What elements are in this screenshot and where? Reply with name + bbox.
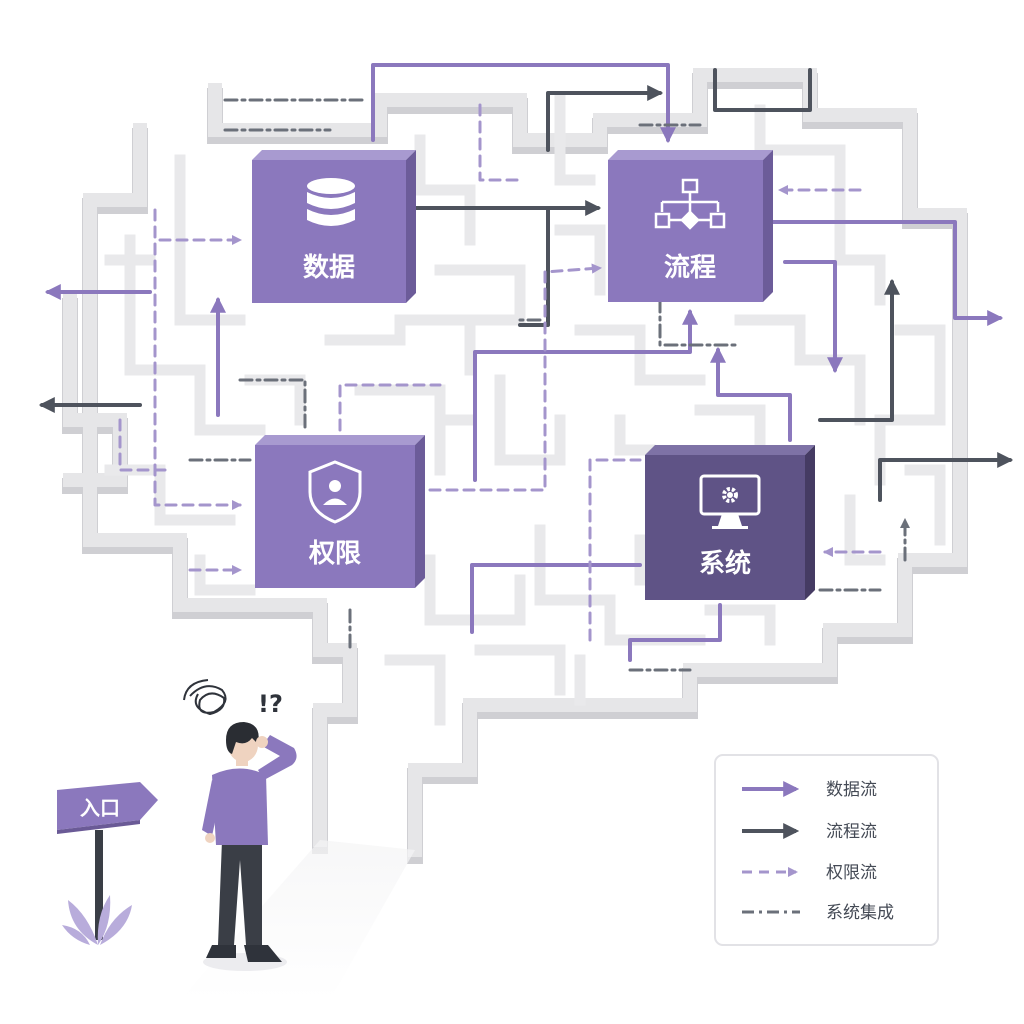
legend-item-system-integration: 系统集成 bbox=[742, 903, 894, 923]
node-system: 系统 bbox=[645, 445, 815, 600]
node-process-label: 流程 bbox=[664, 253, 716, 283]
flowchart-icon bbox=[654, 178, 726, 230]
plant-icon bbox=[62, 895, 132, 945]
svg-text:数据流: 数据流 bbox=[826, 780, 877, 800]
scribble-icon bbox=[183, 679, 227, 716]
legend: 数据流 流程流 权限流 系统集成 bbox=[714, 754, 939, 946]
entrance-sign-label: 入口 bbox=[80, 796, 120, 820]
svg-text:系统集成: 系统集成 bbox=[826, 903, 894, 923]
shield-user-icon bbox=[308, 460, 362, 524]
legend-item-process-flow: 流程流 bbox=[742, 822, 877, 842]
confused-person: !? bbox=[183, 679, 297, 971]
svg-text:流程流: 流程流 bbox=[826, 822, 877, 842]
svg-text:权限流: 权限流 bbox=[826, 863, 877, 883]
node-permission: 权限 bbox=[255, 435, 425, 588]
flow-lines bbox=[38, 63, 1014, 672]
node-process: 流程 bbox=[608, 150, 773, 302]
node-data: 数据 bbox=[252, 150, 416, 303]
confusion-mark: !? bbox=[258, 690, 283, 718]
entrance-sign: 入口 bbox=[57, 782, 158, 945]
node-system-label: 系统 bbox=[699, 548, 751, 579]
database-icon bbox=[307, 178, 355, 226]
node-permission-label: 权限 bbox=[308, 539, 361, 569]
legend-item-permission-flow: 权限流 bbox=[742, 863, 877, 883]
node-data-label: 数据 bbox=[303, 253, 355, 283]
monitor-gear-icon bbox=[699, 474, 761, 529]
legend-item-data-flow: 数据流 bbox=[742, 780, 877, 800]
